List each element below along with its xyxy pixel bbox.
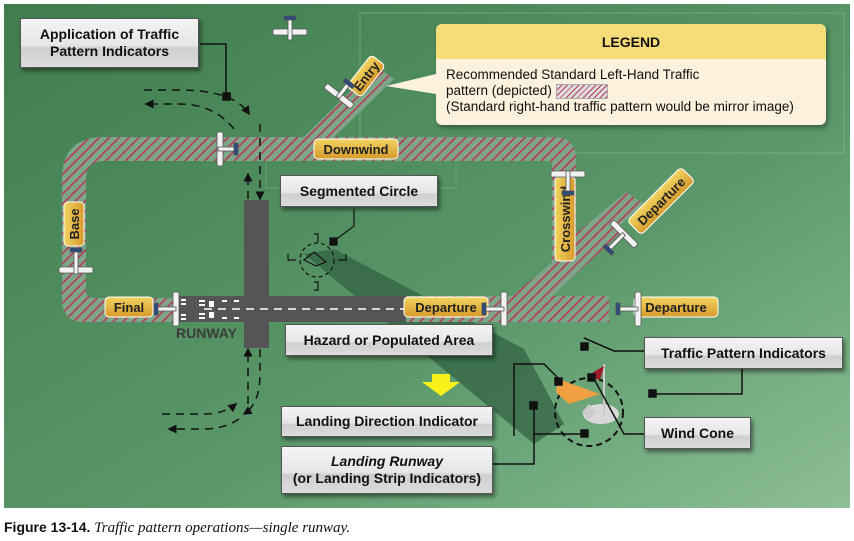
callout-text: Wind Cone	[661, 424, 734, 441]
airplane-icon	[615, 291, 642, 327]
airplane-icon	[481, 291, 508, 327]
figure-caption: Figure 13-14. Traffic pattern operations…	[4, 519, 350, 537]
legend-box: LEGEND Recommended Standard Left-Hand Tr…	[436, 24, 826, 125]
leg-label-crosswind: Crosswind	[554, 176, 576, 262]
callout-traffic-pattern-indicators: Traffic Pattern Indicators	[644, 337, 843, 369]
leg-label-final: Final	[104, 296, 154, 318]
callout-hazard-or-populated-area: Hazard or Populated Area	[285, 324, 493, 356]
runway-label: RUNWAY	[176, 325, 238, 341]
landing-tee-icon	[556, 379, 600, 404]
callout-text: (or Landing Strip Indicators)	[292, 470, 482, 486]
legend-line: Recommended Standard Left-Hand Traffic	[446, 67, 700, 82]
legend-title: LEGEND	[436, 24, 826, 59]
entry-path-arrows	[144, 89, 265, 201]
svg-text:Departure: Departure	[645, 300, 706, 315]
airplane-icon	[216, 131, 239, 167]
callout-text: Landing Runway	[331, 453, 443, 469]
callout-text: Application of Traffic	[39, 26, 180, 42]
svg-text:Crosswind: Crosswind	[558, 186, 573, 253]
landing-direction-arrow	[422, 374, 460, 396]
airplane-icon	[272, 15, 308, 41]
caption-text: Traffic pattern operations—single runway…	[94, 520, 351, 536]
airplane-icon	[550, 170, 586, 196]
pattern-swatch	[555, 83, 608, 99]
svg-text:Downwind: Downwind	[324, 142, 389, 157]
leader-lines	[200, 43, 743, 465]
leg-label-base: Base	[63, 201, 85, 247]
svg-text:Departure: Departure	[415, 300, 476, 315]
leg-label-departure-straight: Departure	[403, 296, 489, 318]
airplane-icon	[324, 77, 356, 109]
airplane-icon	[58, 247, 94, 275]
runway-graphic	[176, 200, 406, 348]
callout-text: Traffic Pattern Indicators	[661, 344, 826, 361]
callout-application-of-traffic-pattern-indicators: Application of Traffic Pattern Indicator…	[20, 18, 199, 68]
callout-segmented-circle: Segmented Circle	[280, 175, 438, 207]
airplane-icon	[153, 291, 180, 327]
callout-landing-direction-indicator: Landing Direction Indicator	[281, 406, 493, 437]
wind-cone-area	[554, 364, 624, 447]
callout-wind-cone: Wind Cone	[644, 417, 751, 449]
diagram-canvas: Entry Downwind Base Final Crosswind Depa…	[4, 4, 850, 508]
callout-text: Pattern Indicators	[49, 43, 170, 59]
legend-line: (Standard right-hand traffic pattern wou…	[446, 99, 794, 114]
leg-label-downwind: Downwind	[313, 138, 399, 160]
svg-text:Base: Base	[67, 208, 82, 239]
exit-path-arrows	[162, 347, 261, 434]
callout-text: Hazard or Populated Area	[303, 331, 475, 348]
callout-landing-runway: Landing Runway (or Landing Strip Indicat…	[281, 446, 493, 494]
airplane-icon	[602, 220, 638, 256]
segmented-circle-graphic	[287, 209, 355, 291]
callout-text: Landing Direction Indicator	[295, 413, 478, 429]
callout-text: Segmented Circle	[299, 182, 419, 199]
svg-text:Final: Final	[114, 300, 144, 315]
caption-label: Figure 13-14.	[4, 519, 91, 535]
leg-label-departure-right: Departure	[633, 296, 719, 318]
legend-line: pattern (depicted)	[446, 83, 552, 98]
